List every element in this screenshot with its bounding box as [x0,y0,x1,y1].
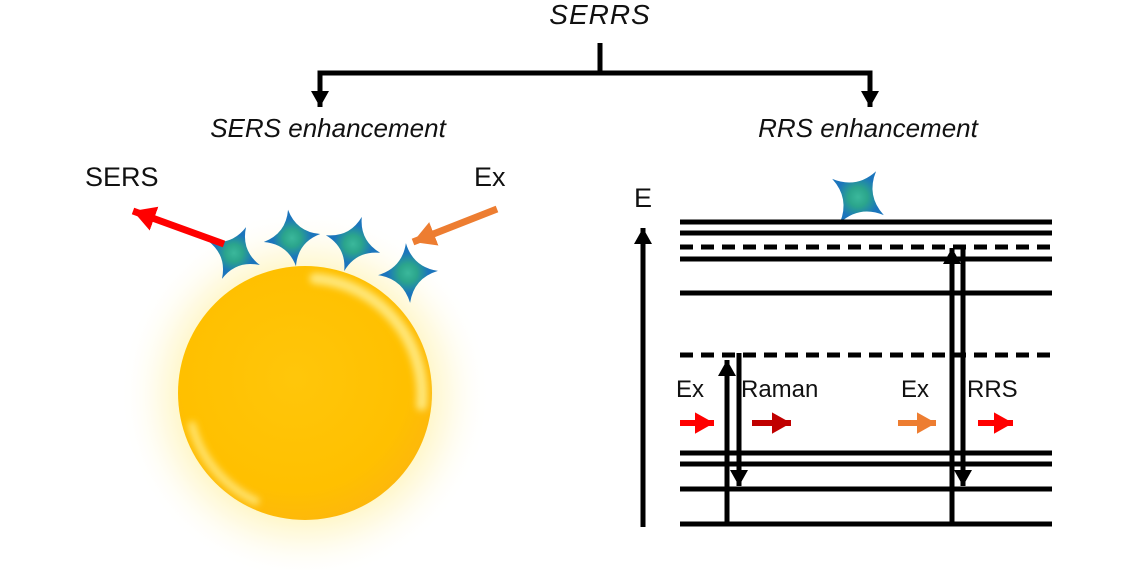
raman-label: Raman [741,376,819,403]
raman-excitation-label: Ex [676,376,705,403]
energy-diagram [634,219,1052,527]
left-branch-title: SERS enhancement [210,113,446,143]
page-title: SERRS [549,0,651,30]
resonance-excitation-label: Ex [901,376,930,403]
sers-scatter-arrow [131,206,226,248]
nanoparticle-highlight-top [309,273,428,411]
tree-connector [310,43,879,107]
nanoparticle-highlight-bottom [188,421,260,505]
sers-scatter-label: SERS [85,162,159,192]
right-branch-title: RRS enhancement [758,113,978,143]
energy-axis-label: E [634,183,653,213]
nanoparticle-sphere [178,266,432,520]
energy-levels [680,219,1052,527]
star-molecule-icon [814,153,902,241]
gold-nanoparticle [120,210,490,570]
rrs-label: RRS [967,376,1018,403]
excitation-label: Ex [474,162,506,192]
excitation-arrow [411,205,499,246]
